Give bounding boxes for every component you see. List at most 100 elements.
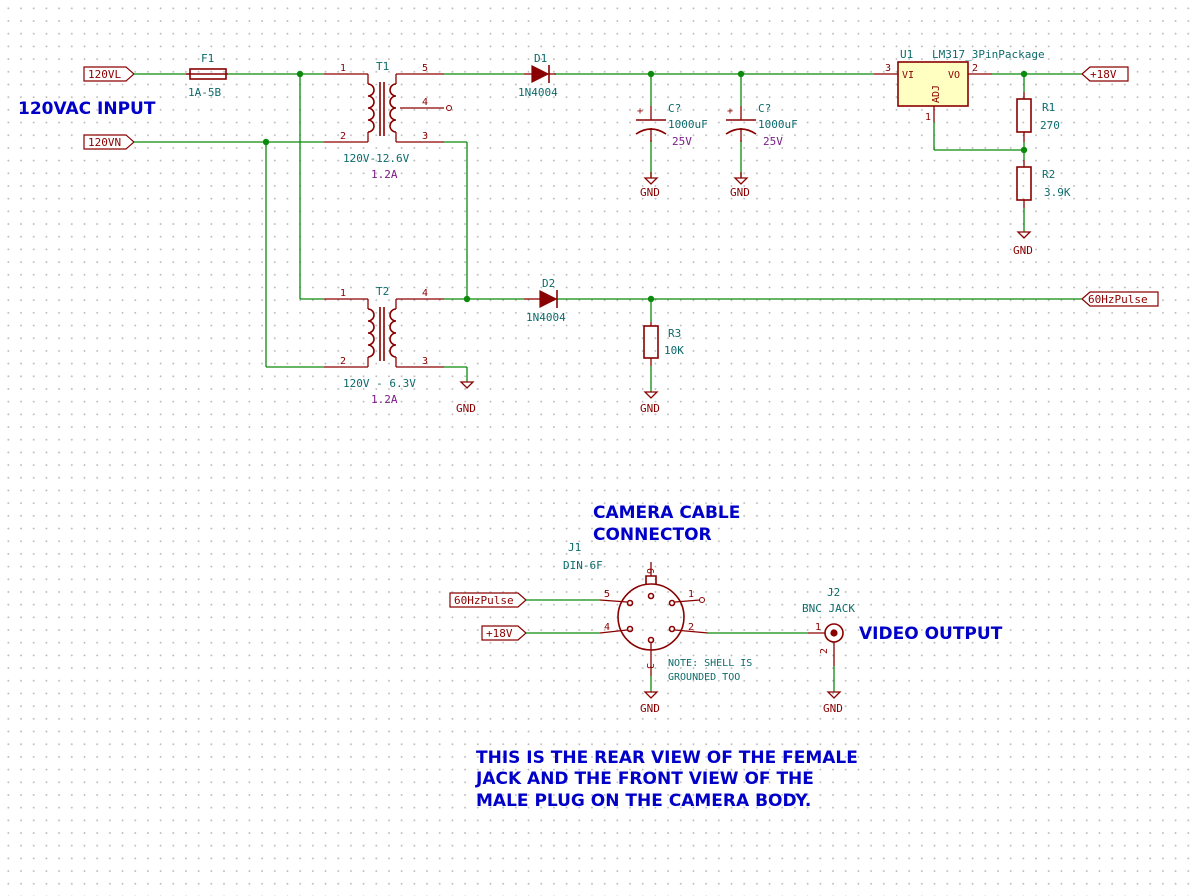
regulator-u1[interactable]: 3 2 1 VI VO ADJ U1 LM317_3PinPackage bbox=[874, 48, 1045, 123]
label-60hzpulse-out: 60HzPulse bbox=[1081, 291, 1159, 307]
gnd-j2: GND bbox=[823, 691, 843, 715]
shell-note-2: GROUNDED TOO bbox=[668, 672, 740, 683]
diode-d2[interactable]: D2 1N4004 bbox=[524, 277, 566, 324]
svg-text:1: 1 bbox=[688, 589, 694, 600]
svg-text:+: + bbox=[637, 106, 643, 117]
svg-text:120VN: 120VN bbox=[88, 136, 121, 149]
svg-text:+18V: +18V bbox=[486, 627, 513, 640]
junctions bbox=[262, 70, 1028, 303]
gnd-t2: GND bbox=[456, 381, 476, 415]
gnd-j1: GND bbox=[640, 691, 660, 715]
svg-text:2: 2 bbox=[688, 622, 694, 633]
svg-text:6: 6 bbox=[644, 568, 655, 574]
svg-text:GND: GND bbox=[640, 402, 660, 415]
resistor-r3-value: 10K bbox=[664, 344, 684, 357]
note-camera-cable: CAMERA CABLE bbox=[593, 503, 740, 523]
label-120vn: 120VN bbox=[83, 134, 135, 150]
svg-text:GND: GND bbox=[730, 186, 750, 199]
svg-text:GND: GND bbox=[640, 186, 660, 199]
svg-text:4: 4 bbox=[422, 97, 428, 108]
svg-text:4: 4 bbox=[604, 622, 610, 633]
svg-text:2: 2 bbox=[340, 131, 346, 142]
resistor-r2-value: 3.9K bbox=[1044, 186, 1071, 199]
svg-text:2: 2 bbox=[972, 63, 978, 74]
resistor-r1-value: 270 bbox=[1040, 119, 1060, 132]
bnc-jack-j2[interactable]: 1 2 J2 BNC JACK bbox=[802, 586, 855, 666]
svg-text:ADJ: ADJ bbox=[931, 85, 942, 103]
note-footer-3: MALE PLUG ON THE CAMERA BODY. bbox=[476, 791, 811, 811]
svg-text:2: 2 bbox=[819, 648, 830, 654]
label-plus18-in: +18V bbox=[481, 625, 527, 641]
capacitor-c1-ref: C? bbox=[668, 102, 681, 115]
capacitor-c2-ref: C? bbox=[758, 102, 771, 115]
resistor-r1[interactable]: R1 270 bbox=[1016, 92, 1060, 142]
svg-text:1: 1 bbox=[340, 288, 346, 299]
svg-text:VO: VO bbox=[948, 70, 960, 81]
diode-d2-value: 1N4004 bbox=[526, 311, 566, 324]
svg-text:5: 5 bbox=[604, 589, 610, 600]
capacitor-c2[interactable]: + C? 1000uF 25V bbox=[725, 102, 798, 148]
svg-text:60HzPulse: 60HzPulse bbox=[454, 594, 514, 607]
shell-note-1: NOTE: SHELL IS bbox=[668, 658, 752, 669]
din-connector-j1[interactable]: 1 2 3 4 5 6 J1 DIN-6F NOTE: SHELL IS GRO… bbox=[563, 541, 752, 683]
transformer-t2[interactable]: 1 2 4 3 T2 120V - 6.3V 1.2A bbox=[324, 285, 444, 406]
din-connector-j1-value: DIN-6F bbox=[563, 559, 603, 572]
svg-text:GND: GND bbox=[640, 702, 660, 715]
transformer-t1-current: 1.2A bbox=[371, 168, 398, 181]
note-footer-1: THIS IS THE REAR VIEW OF THE FEMALE bbox=[476, 748, 858, 768]
transformer-t2-ref: T2 bbox=[376, 285, 389, 298]
regulator-u1-ref: U1 bbox=[900, 48, 913, 61]
note-connector: CONNECTOR bbox=[593, 525, 712, 545]
svg-text:+18V: +18V bbox=[1090, 68, 1117, 81]
diode-d2-ref: D2 bbox=[542, 277, 555, 290]
note-120vac-input: 120VAC INPUT bbox=[18, 99, 156, 119]
label-plus18-out: +18V bbox=[1081, 66, 1129, 82]
regulator-u1-value: LM317_3PinPackage bbox=[932, 48, 1045, 61]
svg-text:1: 1 bbox=[340, 63, 346, 74]
transformer-t2-current: 1.2A bbox=[371, 393, 398, 406]
svg-text:60HzPulse: 60HzPulse bbox=[1088, 293, 1148, 306]
svg-text:+: + bbox=[727, 106, 733, 117]
diode-d1-ref: D1 bbox=[534, 52, 547, 65]
gnd-r3: GND bbox=[640, 391, 660, 415]
capacitor-c1-value: 1000uF bbox=[668, 118, 708, 131]
svg-text:3: 3 bbox=[422, 356, 428, 367]
fuse-f1-ref: F1 bbox=[201, 52, 214, 65]
fuse-f1[interactable]: F1 1A-5B bbox=[186, 52, 228, 99]
din-connector-j1-ref: J1 bbox=[568, 541, 581, 554]
diode-d1[interactable]: D1 1N4004 bbox=[518, 52, 558, 99]
svg-text:3: 3 bbox=[422, 131, 428, 142]
transformer-t1-value: 120V-12.6V bbox=[343, 152, 410, 165]
svg-text:3: 3 bbox=[644, 663, 655, 669]
transformer-t1[interactable]: 1 2 5 4 3 T1 120V-12.6V 1.2A bbox=[324, 60, 452, 181]
gnd-c2: GND bbox=[730, 172, 750, 199]
label-120vl: 120VL bbox=[83, 66, 135, 82]
resistor-r2[interactable]: R2 3.9K bbox=[1016, 160, 1071, 208]
svg-text:VI: VI bbox=[902, 70, 914, 81]
transformer-t1-ref: T1 bbox=[376, 60, 389, 73]
svg-text:GND: GND bbox=[823, 702, 843, 715]
svg-text:4: 4 bbox=[422, 288, 428, 299]
capacitor-c2-value: 1000uF bbox=[758, 118, 798, 131]
svg-text:1: 1 bbox=[815, 622, 821, 633]
fuse-f1-value: 1A-5B bbox=[188, 86, 221, 99]
bnc-jack-j2-value: BNC JACK bbox=[802, 602, 855, 615]
label-60hzpulse-in: 60HzPulse bbox=[449, 592, 527, 608]
capacitor-c1[interactable]: + C? 1000uF 25V bbox=[635, 102, 708, 148]
diode-d1-value: 1N4004 bbox=[518, 86, 558, 99]
transformer-t2-value: 120V - 6.3V bbox=[343, 377, 416, 390]
bnc-jack-j2-ref: J2 bbox=[827, 586, 840, 599]
capacitor-c2-voltage: 25V bbox=[763, 135, 783, 148]
svg-text:120VL: 120VL bbox=[88, 68, 121, 81]
resistor-r3[interactable]: R3 10K bbox=[643, 322, 684, 366]
svg-text:GND: GND bbox=[1013, 244, 1033, 257]
gnd-c1: GND bbox=[640, 172, 660, 199]
capacitor-c1-voltage: 25V bbox=[672, 135, 692, 148]
resistor-r3-ref: R3 bbox=[668, 327, 681, 340]
svg-text:3: 3 bbox=[885, 63, 891, 74]
svg-text:2: 2 bbox=[340, 356, 346, 367]
note-footer-2: JACK AND THE FRONT VIEW OF THE bbox=[475, 769, 814, 789]
resistor-r1-ref: R1 bbox=[1042, 101, 1055, 114]
gnd-r2: GND bbox=[1013, 231, 1033, 257]
